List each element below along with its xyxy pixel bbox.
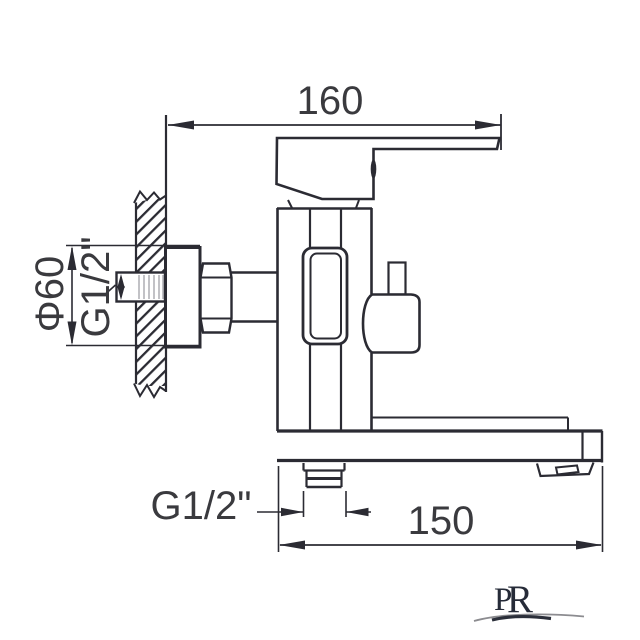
dim-160: [168, 114, 502, 150]
logo-letter-r: R: [507, 578, 534, 621]
brand-logo: P R: [494, 580, 550, 622]
threaded-nipple: [115, 271, 167, 303]
arrowhead-down-icon: [117, 286, 125, 300]
arrowhead-right-icon: [475, 120, 501, 130]
arrowhead-up-icon: [67, 246, 77, 270]
arrowhead-left-icon: [279, 540, 305, 550]
arrowhead-left-icon: [168, 120, 194, 130]
spout: [277, 416, 604, 478]
cartridge-ring-outer: [301, 246, 349, 346]
arrowhead-up-icon: [117, 274, 125, 288]
lever-pivot-seam: [370, 159, 377, 179]
arrowhead-right-icon: [576, 540, 602, 550]
wall-connection: [105, 246, 278, 349]
shower-hose-connector: [361, 261, 421, 354]
faucet-body: [276, 207, 373, 431]
dim-phi60: [66, 244, 200, 347]
dim-label-160: 160: [296, 79, 364, 123]
thread-texture: [138, 275, 164, 299]
dim-label-outlet-thread: G1/2": [150, 484, 252, 528]
arrowhead-left-icon: [346, 507, 369, 517]
wall-section: [133, 115, 168, 399]
logo-swoosh: [473, 613, 585, 622]
dim-inlet-thread: [105, 274, 125, 300]
dim-label-phi60: Φ60: [28, 255, 72, 333]
bottom-outlet: [302, 463, 346, 489]
escutcheon-flange: [164, 246, 202, 349]
hex-nut: [199, 262, 233, 334]
handle-lever: [275, 136, 502, 209]
dim-150: [277, 466, 604, 552]
dim-label-150: 150: [407, 499, 475, 543]
arrowhead-right-icon: [281, 507, 304, 517]
diverter-knob: [387, 261, 407, 296]
cartridge-ring-inner: [309, 252, 342, 340]
dim-label-inlet-thread: G1/2": [74, 236, 118, 338]
spout-tip-aerator: [535, 462, 595, 478]
arrowhead-down-icon: [67, 321, 77, 346]
logo-letter-p: P: [494, 582, 513, 618]
dim-outlet-thread: [257, 491, 371, 517]
leader-line: [105, 284, 117, 295]
